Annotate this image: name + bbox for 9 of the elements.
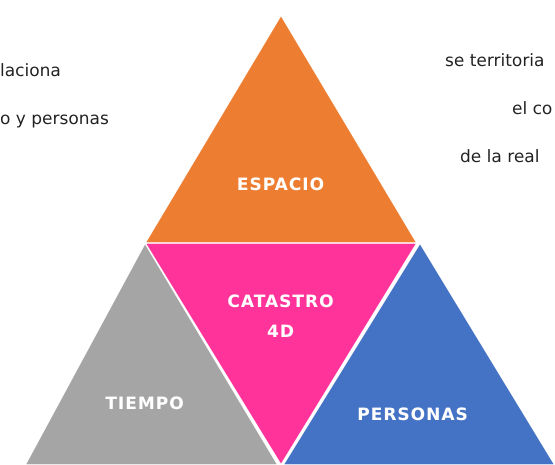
triangle-label: ESPACIO [236, 174, 326, 197]
text-fragment: o y personas [0, 109, 109, 129]
triangle-label: CATASTRO 4D [226, 291, 336, 344]
triangle-label: PERSONAS [356, 404, 470, 427]
text-fragment: de la real [460, 147, 540, 167]
text-fragment: el co [512, 99, 552, 119]
text-fragment: se territoria [445, 51, 544, 71]
triangle-label: TIEMPO [104, 393, 186, 416]
text-fragment: laciona [0, 61, 61, 81]
